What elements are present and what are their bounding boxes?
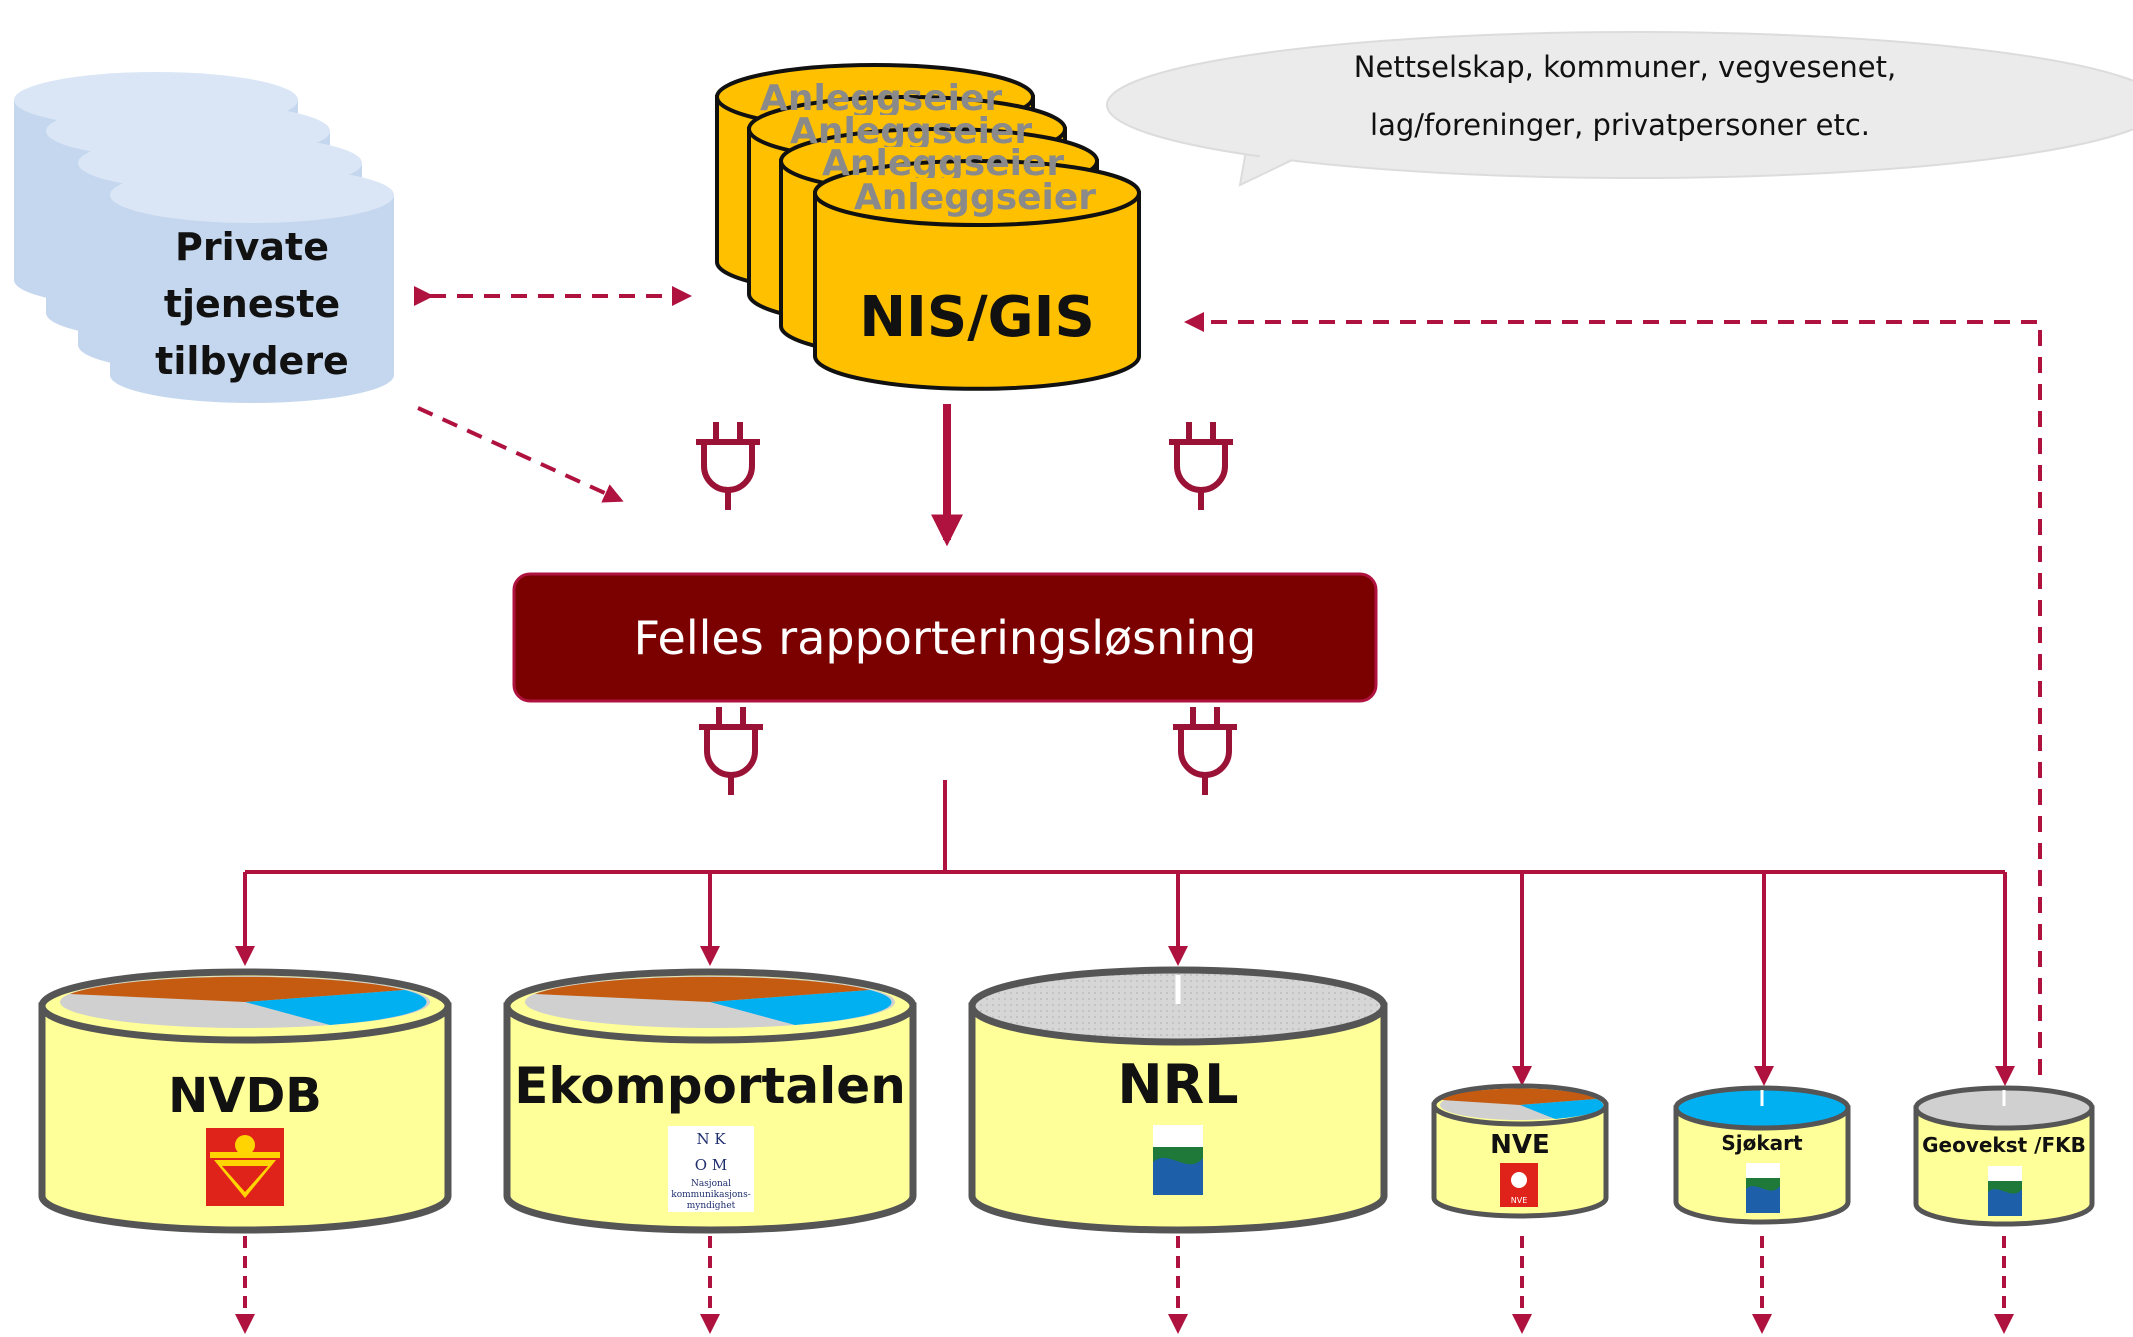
logo-kartverket [1153, 1125, 1203, 1195]
logo-nkom: N K O M Nasjonal kommunikasjons- myndigh… [668, 1126, 754, 1212]
registry-nrl[interactable]: NRL [968, 966, 1388, 1234]
distribution-arrows [235, 780, 2015, 1086]
registry-geovekst-fkb[interactable]: Geovekst /FKB [1913, 1085, 2095, 1227]
nkom-letters-bottom: O M [695, 1156, 727, 1174]
private-providers-database[interactable]: Private tjeneste tilbydere [14, 72, 394, 403]
owner-label-back-3: Anleggseier [822, 143, 1064, 184]
registry-ekomportalen[interactable]: Ekomportalen N K O M Nasjonal kommunikas… [503, 968, 917, 1234]
plug-icon [1169, 422, 1233, 510]
registry-label-nve: NVE [1490, 1130, 1550, 1160]
flow-arrows-top [414, 286, 2042, 1075]
status-pie [60, 976, 430, 1028]
owner-label-back-1: Anleggseier [760, 78, 1002, 119]
owner-nis-gis-stack[interactable]: Anleggseier Anleggseier Anleggseier Anle… [715, 63, 1141, 391]
registry-label-ekomportalen: Ekomportalen [514, 1057, 906, 1115]
database-icon [14, 72, 394, 403]
arrow-icon [1184, 312, 2042, 1075]
plug-icon [699, 707, 763, 795]
status-pie [525, 976, 895, 1028]
registry-label-nrl: NRL [1117, 1053, 1238, 1116]
stakeholder-callout: Nettselskap, kommuner, vegvesenet, lag/f… [1106, 31, 2133, 187]
owner-label-front: Anleggseier [854, 177, 1096, 218]
registry-label-sjokart: Sjøkart [1721, 1131, 1803, 1155]
nve-logo-text: NVE [1511, 1196, 1528, 1205]
status-pie [1440, 1088, 1604, 1120]
felles-rapporteringslosning-hub[interactable]: Felles rapporteringsløsning [512, 572, 1378, 703]
registry-sjokart[interactable]: Sjøkart [1673, 1085, 1851, 1225]
database-icon [715, 63, 1141, 391]
nis-gis-label: NIS/GIS [859, 285, 1095, 350]
nkom-line-2: kommunikasjons- [671, 1190, 751, 1200]
logo-statens-vegvesen [206, 1128, 284, 1206]
nkom-line-3: myndighet [687, 1201, 736, 1211]
private-label-line-3: tilbydere [155, 339, 349, 383]
callout-line-2: lag/foreninger, privatpersoner etc. [1370, 108, 1870, 142]
registry-nve[interactable]: NVE NVE [1431, 1083, 1609, 1219]
plug-icon [1173, 707, 1237, 795]
registry-label-nvdb: NVDB [168, 1068, 322, 1124]
plug-icons [696, 422, 1237, 795]
registry-label-geovekst: Geovekst /FKB [1922, 1133, 2086, 1157]
plug-icon [696, 422, 760, 510]
arrow-icon [417, 406, 624, 503]
output-arrows [235, 1236, 2014, 1334]
hub-label: Felles rapporteringsløsning [634, 611, 1257, 665]
owner-label-back-2: Anleggseier [790, 111, 1032, 152]
private-label-line-2: tjeneste [164, 282, 340, 326]
logo-kartverket [1746, 1163, 1780, 1213]
logo-kartverket [1988, 1166, 2022, 1216]
callout-line-1: Nettselskap, kommuner, vegvesenet, [1354, 50, 1896, 84]
nkom-letters-top: N K [696, 1130, 726, 1148]
registry-nvdb[interactable]: NVDB [38, 968, 452, 1234]
nkom-line-1: Nasjonal [691, 1179, 731, 1189]
logo-nve: NVE [1500, 1163, 1538, 1207]
private-label-line-1: Private [175, 225, 329, 269]
